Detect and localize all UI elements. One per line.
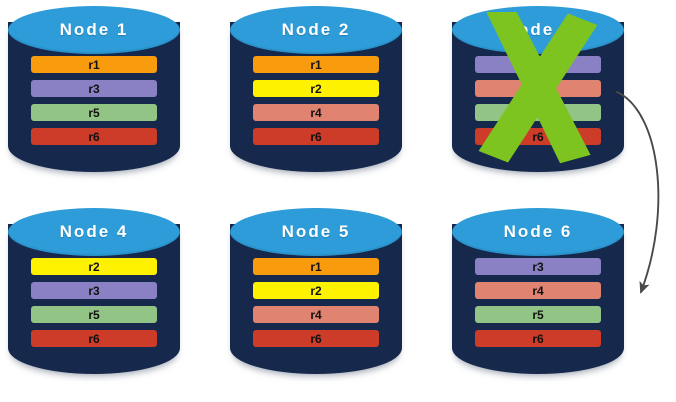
record-bar[interactable]: r1 — [253, 56, 379, 73]
record-bar[interactable]: r6 — [475, 128, 601, 145]
record-bar[interactable]: r5 — [31, 104, 157, 121]
record-bar[interactable]: r3 — [31, 80, 157, 97]
record-bar[interactable]: r4 — [475, 80, 601, 97]
record-bar[interactable]: r2 — [31, 258, 157, 275]
node-title: Node 3 — [503, 20, 573, 39]
database-node-4[interactable]: Node 4 r2 r3 r5 r6 — [0, 202, 188, 388]
database-node-1[interactable]: Node 1 r1 r3 r5 r6 — [0, 0, 188, 186]
node-title: Node 2 — [281, 20, 351, 39]
record-bar[interactable]: r6 — [253, 128, 379, 145]
record-list: r1 r2 r4 r6 — [230, 56, 402, 145]
node-title: Node 4 — [59, 222, 129, 241]
database-node-3[interactable]: Node 3 r3 r4 r5 r6 — [444, 0, 632, 186]
record-bar[interactable]: r4 — [475, 282, 601, 299]
cylinder-top-ellipse — [230, 208, 402, 256]
record-bar[interactable]: r2 — [253, 80, 379, 97]
record-bar[interactable]: r6 — [31, 128, 157, 145]
record-list: r3 r4 r5 r6 — [452, 258, 624, 347]
cylinder-top-ellipse — [230, 6, 402, 54]
record-bar[interactable]: r1 — [31, 56, 157, 73]
database-node-6[interactable]: Node 6 r3 r4 r5 r6 — [444, 202, 632, 388]
record-bar[interactable]: r2 — [253, 282, 379, 299]
cylinder-top-ellipse — [8, 208, 180, 256]
record-bar[interactable]: r3 — [475, 56, 601, 73]
record-bar[interactable]: r6 — [253, 330, 379, 347]
node-title: Node 5 — [281, 222, 351, 241]
record-list: r3 r4 r5 r6 — [452, 56, 624, 145]
record-bar[interactable]: r6 — [475, 330, 601, 347]
database-node-2[interactable]: Node 2 r1 r2 r4 r6 — [222, 0, 410, 186]
record-bar[interactable]: r5 — [31, 306, 157, 323]
record-bar[interactable]: r5 — [475, 306, 601, 323]
record-list: r1 r2 r4 r6 — [230, 258, 402, 347]
database-node-5[interactable]: Node 5 r1 r2 r4 r6 — [222, 202, 410, 388]
node-title: Node 1 — [59, 20, 129, 39]
cylinder-top-ellipse — [8, 6, 180, 54]
record-bar[interactable]: r4 — [253, 306, 379, 323]
cylinder-top-ellipse — [452, 208, 624, 256]
record-list: r1 r3 r5 r6 — [8, 56, 180, 145]
record-bar[interactable]: r1 — [253, 258, 379, 275]
record-bar[interactable]: r4 — [253, 104, 379, 121]
node-title: Node 6 — [503, 222, 573, 241]
record-bar[interactable]: r5 — [475, 104, 601, 121]
record-bar[interactable]: r3 — [475, 258, 601, 275]
record-bar[interactable]: r6 — [31, 330, 157, 347]
record-bar[interactable]: r3 — [31, 282, 157, 299]
record-list: r2 r3 r5 r6 — [8, 258, 180, 347]
